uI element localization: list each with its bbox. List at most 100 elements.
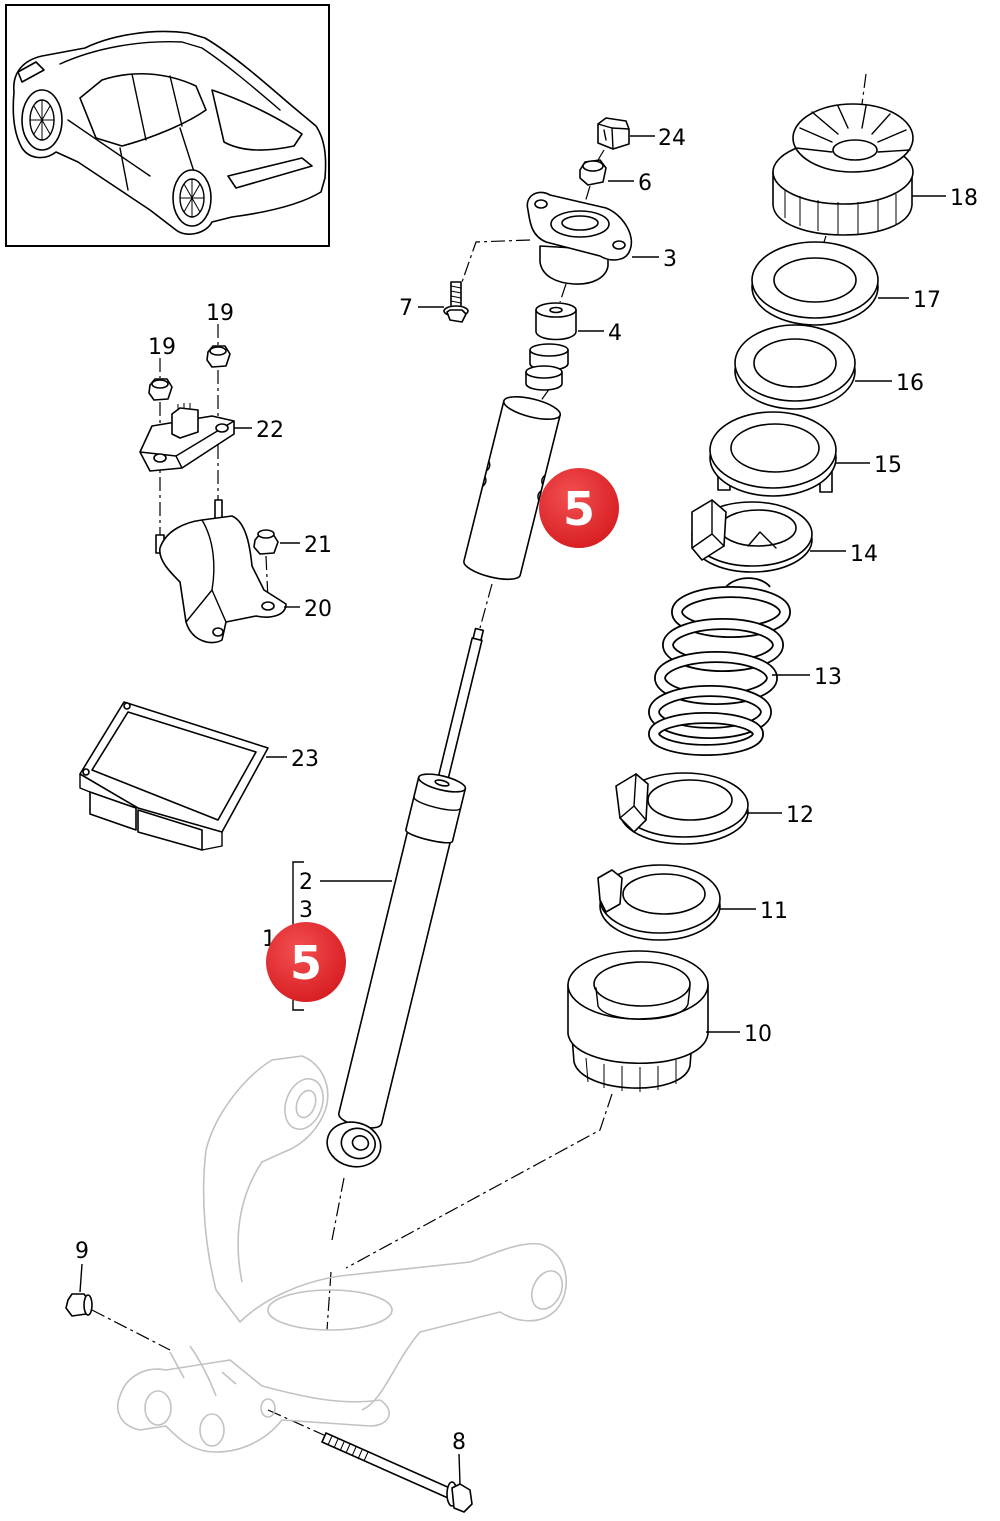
bolt-head bbox=[446, 309, 467, 323]
label-13[interactable]: 13 bbox=[814, 665, 842, 690]
label-9[interactable]: 9 bbox=[75, 1239, 89, 1264]
arm-upper-bushing-bore bbox=[295, 1089, 317, 1119]
module23-screw-top bbox=[123, 702, 131, 710]
label-4[interactable]: 4 bbox=[608, 321, 622, 346]
shock-absorber bbox=[326, 627, 485, 1168]
label-21[interactable]: 21 bbox=[304, 533, 332, 558]
module23-screw-left bbox=[82, 768, 90, 776]
arm-upper-bushing bbox=[284, 1078, 324, 1130]
label-17[interactable]: 17 bbox=[913, 288, 941, 313]
spring-coil-2-inner bbox=[663, 619, 783, 671]
cup10-lower-ribs bbox=[585, 1057, 677, 1092]
seat12-hole bbox=[647, 779, 733, 821]
mount-ring-inner bbox=[561, 215, 599, 231]
label-16[interactable]: 16 bbox=[896, 371, 924, 396]
label-8[interactable]: 8 bbox=[452, 1430, 466, 1455]
bolt8-head bbox=[451, 1483, 473, 1513]
part-14-spring-seat bbox=[691, 499, 813, 573]
mount18-dome bbox=[792, 103, 914, 173]
badge-5-shock-absorber[interactable]: 5 bbox=[266, 922, 346, 1002]
arm-upper-link bbox=[205, 1055, 329, 1283]
seat14-notch bbox=[747, 531, 777, 549]
part-labels: 24 6 3 7 4 18 17 16 15 14 13 12 11 10 19… bbox=[75, 126, 978, 1455]
part-10-spring-cup bbox=[567, 950, 709, 1092]
label-15[interactable]: 15 bbox=[874, 453, 902, 478]
spring-coil-1-inner bbox=[672, 587, 790, 637]
label-11[interactable]: 11 bbox=[760, 899, 788, 924]
label-14[interactable]: 14 bbox=[850, 542, 878, 567]
bracket20-fold bbox=[185, 519, 227, 623]
car-rear-glass bbox=[211, 89, 303, 151]
label-3-shock[interactable]: 3 bbox=[299, 898, 313, 923]
badge-5-dust-boot[interactable]: 5 bbox=[539, 468, 619, 548]
part-24-clip bbox=[597, 117, 630, 150]
mount-hole-right bbox=[612, 240, 626, 250]
car-headlight bbox=[17, 61, 45, 83]
label-18[interactable]: 18 bbox=[950, 186, 978, 211]
spring-coil-5-inner bbox=[649, 713, 763, 755]
ring17-hole bbox=[773, 257, 857, 303]
label-6[interactable]: 6 bbox=[638, 171, 652, 196]
label-20[interactable]: 20 bbox=[304, 597, 332, 622]
insulator11-hole bbox=[622, 873, 706, 915]
part-6-nut bbox=[579, 159, 607, 186]
part-8-bolt bbox=[321, 1432, 473, 1513]
arm-knuckle bbox=[169, 1345, 237, 1397]
mount-to-bolt-line bbox=[461, 239, 531, 283]
badge-number: 5 bbox=[563, 482, 595, 536]
label-23[interactable]: 23 bbox=[291, 747, 319, 772]
part-12-spring-seat bbox=[615, 772, 749, 845]
arm-main-body bbox=[202, 1149, 568, 1411]
nut-to-arm-line bbox=[91, 1309, 171, 1351]
bolt8-threads bbox=[327, 1435, 369, 1462]
shock-cap-band bbox=[413, 796, 462, 811]
vehicle-thumbnail bbox=[5, 4, 330, 247]
shock-rod-seal bbox=[434, 779, 450, 787]
cup10-inner-wall bbox=[595, 985, 691, 1020]
lower-control-arm-ghost bbox=[116, 1055, 568, 1453]
bolt8-shank bbox=[321, 1432, 453, 1499]
arm-spring-pocket bbox=[267, 1289, 393, 1331]
seat12-flange bbox=[615, 773, 649, 833]
nut-collar bbox=[582, 160, 604, 172]
label-12[interactable]: 12 bbox=[786, 803, 814, 828]
nut-to-mount-line bbox=[583, 185, 591, 207]
arm-bushing-front bbox=[144, 1390, 172, 1426]
part-19-nut-upper bbox=[206, 345, 231, 368]
module23-cover bbox=[91, 711, 257, 821]
piston-rod bbox=[435, 637, 483, 787]
label-19-upper[interactable]: 19 bbox=[206, 301, 234, 326]
part-13-coil-spring bbox=[648, 577, 791, 756]
mount18-ribs bbox=[795, 105, 911, 153]
part-3-top-mount bbox=[526, 191, 633, 285]
center-lines bbox=[91, 73, 867, 1437]
car-tail-light bbox=[227, 157, 313, 189]
part-17-ring bbox=[751, 241, 879, 326]
arm-to-bolt-line bbox=[267, 1409, 327, 1437]
part-18-spring-mount bbox=[772, 103, 914, 236]
part-21-nut bbox=[253, 529, 279, 555]
car-window-pillars bbox=[131, 73, 183, 141]
bracket22-hole-left bbox=[153, 453, 167, 463]
shock-tube bbox=[338, 827, 452, 1129]
bracket22-hole-right bbox=[215, 423, 229, 433]
bolt-threads bbox=[450, 285, 462, 304]
ring16-hole bbox=[753, 338, 837, 388]
arm-bolt-hole bbox=[260, 1398, 276, 1418]
car-rear-spokes bbox=[180, 179, 204, 217]
label-2[interactable]: 2 bbox=[299, 870, 313, 895]
bracket22-edge bbox=[139, 420, 235, 469]
label-7[interactable]: 7 bbox=[399, 296, 413, 321]
part-23-control-module bbox=[79, 701, 269, 851]
nut19-upper-collar bbox=[209, 346, 227, 356]
arm-axis-line bbox=[326, 1271, 332, 1331]
label-19-lower[interactable]: 19 bbox=[148, 335, 176, 360]
nut21-collar bbox=[257, 529, 275, 539]
label-22[interactable]: 22 bbox=[256, 418, 284, 443]
spring-coil-3-inner bbox=[655, 652, 777, 704]
label-10[interactable]: 10 bbox=[744, 1022, 772, 1047]
shock-to-arm-line bbox=[331, 1177, 345, 1241]
label-3-top-mount[interactable]: 3 bbox=[663, 247, 677, 272]
arm-lower-frame bbox=[116, 1359, 390, 1453]
label-24[interactable]: 24 bbox=[658, 126, 686, 151]
